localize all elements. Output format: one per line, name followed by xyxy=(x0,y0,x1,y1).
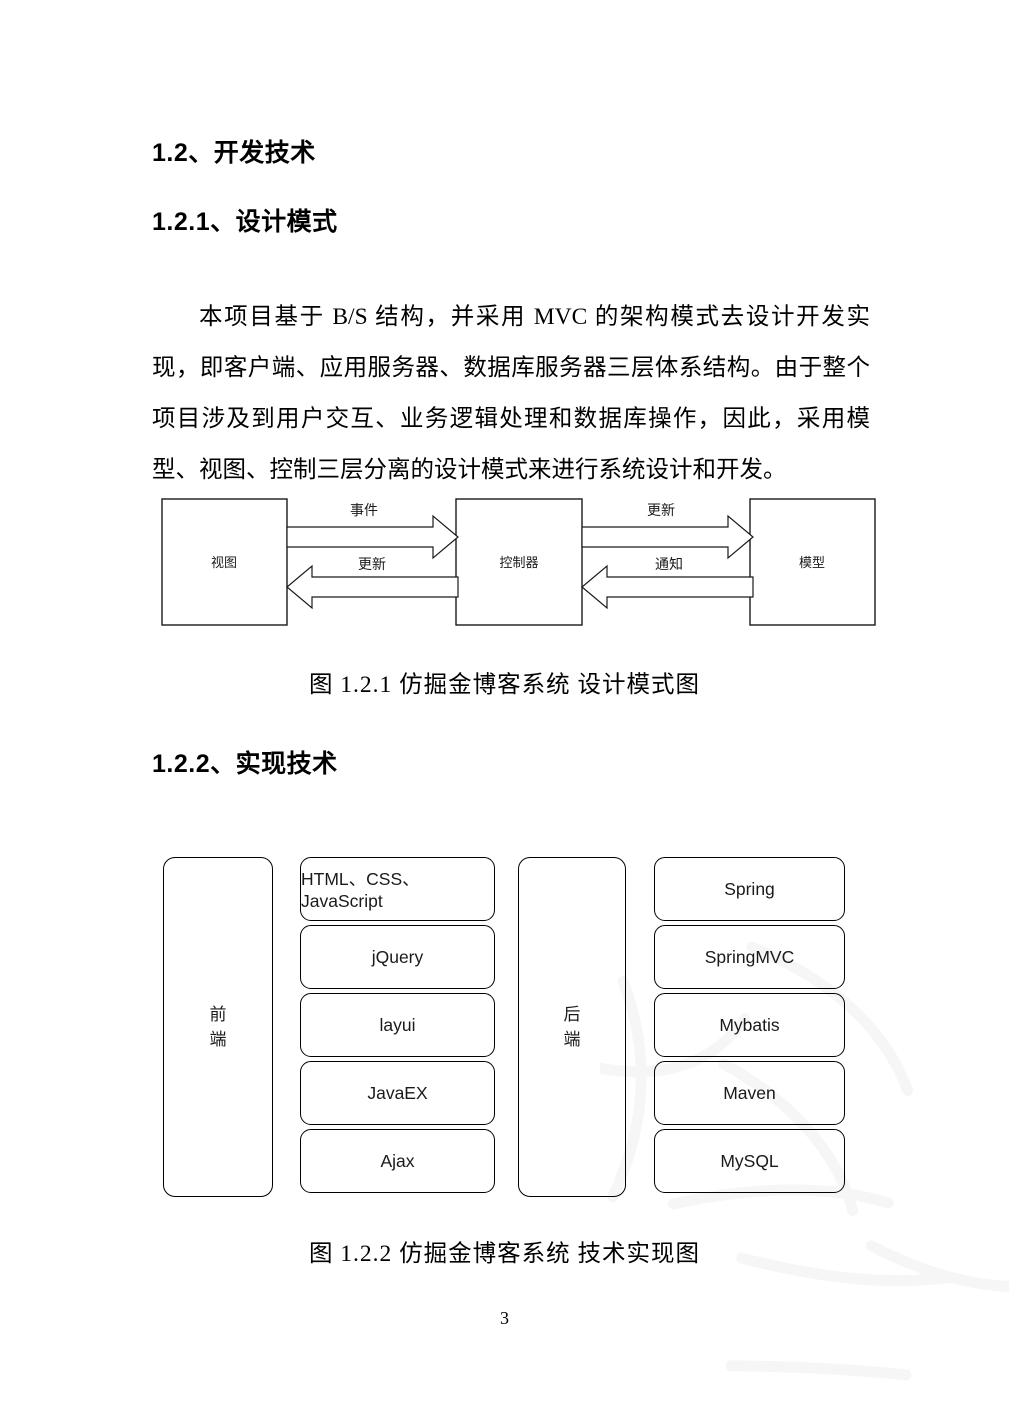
heading-section-1-2: 1.2、开发技术 xyxy=(152,139,316,167)
tech-group-backend-label: 后端 xyxy=(563,1005,581,1049)
tech-item-springmvc: SpringMVC xyxy=(654,925,845,989)
tech-group-backend: 后端 xyxy=(518,857,626,1197)
tech-item-jquery: jQuery xyxy=(300,925,495,989)
figure-caption-1: 图 1.2.1 仿掘金博客系统 设计模式图 xyxy=(308,672,701,698)
tech-backend-item-list: Spring SpringMVC Mybatis Maven MySQL xyxy=(654,857,845,1193)
tech-item-maven: Maven xyxy=(654,1061,845,1125)
heading-section-1-2-2: 1.2.2、实现技术 xyxy=(152,750,338,778)
mvc-node-view xyxy=(161,498,288,626)
mvc-arrow-controller-to-model xyxy=(581,514,754,560)
mvc-label-model: 模型 xyxy=(799,555,825,570)
tech-item-ajax: Ajax xyxy=(300,1129,495,1193)
mvc-arrow-view-to-controller xyxy=(286,514,459,560)
tech-item-layui: layui xyxy=(300,993,495,1057)
mvc-arrowlabel-event: 事件 xyxy=(350,502,378,518)
mvc-arrow-controller-to-view xyxy=(286,564,459,610)
tech-item-mysql: MySQL xyxy=(654,1129,845,1193)
body-paragraph: 本项目基于 B/S 结构，并采用 MVC 的架构模式去设计开发实现，即客户端、应… xyxy=(152,303,870,483)
mvc-arrowlabel-notify: 通知 xyxy=(655,556,683,572)
mvc-design-pattern-diagram: 视图 控制器 模型 事件 更新 更新 通知 xyxy=(150,485,890,640)
page-number: 3 xyxy=(500,1308,509,1328)
tech-item-spring: Spring xyxy=(654,857,845,921)
mvc-arrow-model-to-controller xyxy=(581,564,754,610)
mvc-label-controller: 控制器 xyxy=(499,555,538,570)
mvc-node-model xyxy=(749,498,876,626)
tech-implementation-diagram: 前端 HTML、CSS、JavaScript jQuery layui Java… xyxy=(160,852,860,1204)
tech-item-html-css-js: HTML、CSS、JavaScript xyxy=(300,857,495,921)
mvc-label-view: 视图 xyxy=(211,555,237,570)
figure-caption-2: 图 1.2.2 仿掘金博客系统 技术实现图 xyxy=(308,1241,701,1267)
tech-frontend-item-list: HTML、CSS、JavaScript jQuery layui JavaEX … xyxy=(300,857,495,1193)
tech-item-mybatis: Mybatis xyxy=(654,993,845,1057)
tech-group-frontend-label: 前端 xyxy=(209,1005,227,1049)
heading-section-1-2-1: 1.2.1、设计模式 xyxy=(152,208,338,236)
mvc-node-controller xyxy=(455,498,583,626)
tech-group-frontend: 前端 xyxy=(163,857,273,1197)
mvc-arrowlabel-update-to-view: 更新 xyxy=(358,556,386,572)
mvc-arrowlabel-update-to-model: 更新 xyxy=(647,502,675,518)
tech-item-javaex: JavaEX xyxy=(300,1061,495,1125)
